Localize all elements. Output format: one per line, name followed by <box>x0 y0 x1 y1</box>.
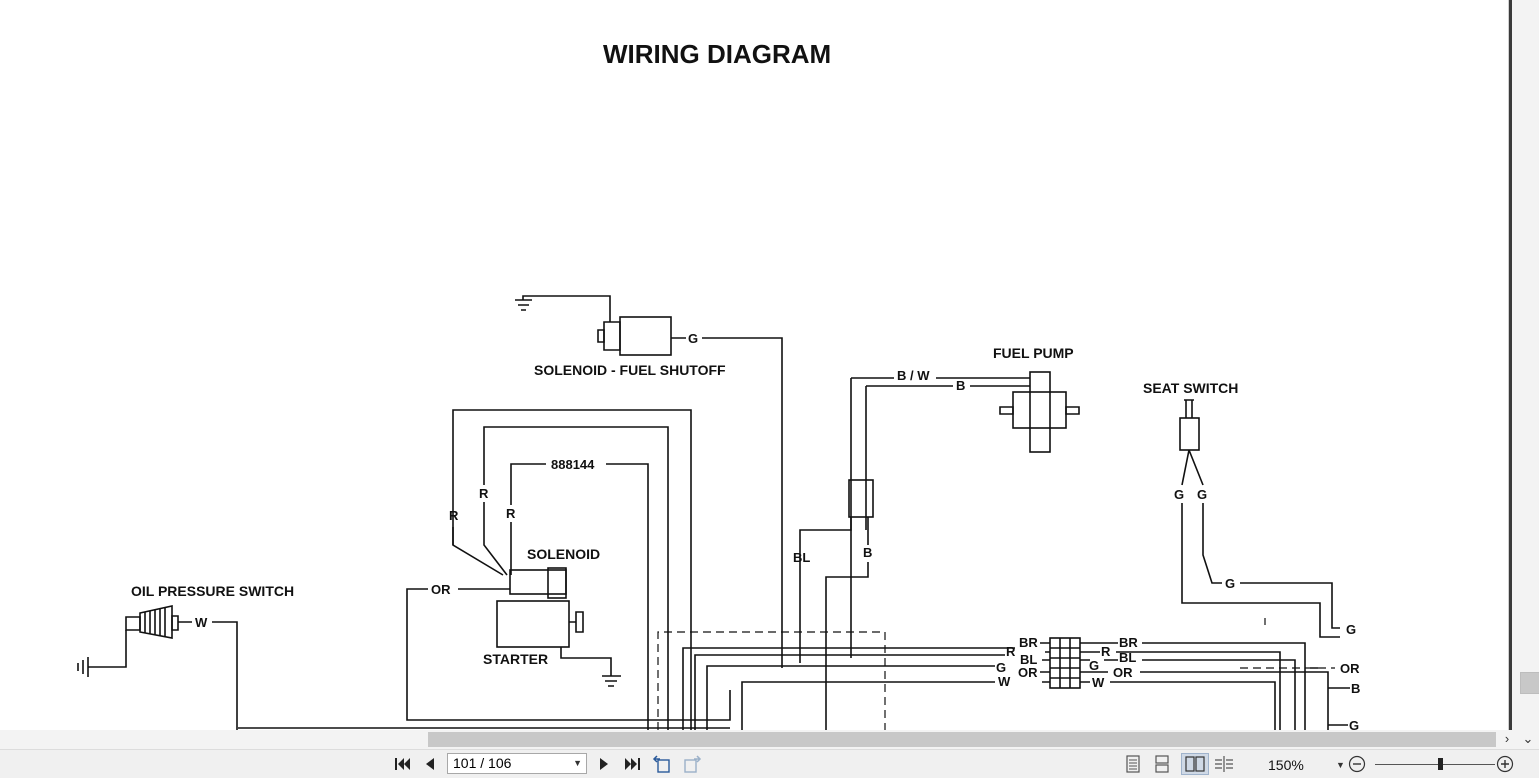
label-solenoid-fuel-shutoff: SOLENOID - FUEL SHUTOFF <box>534 362 726 378</box>
wire-label-w: W <box>195 615 208 630</box>
label-solenoid: SOLENOID <box>527 546 600 562</box>
previous-page-button[interactable] <box>420 754 440 774</box>
wire-label-g: G <box>1346 622 1356 637</box>
last-page-button[interactable] <box>622 754 644 774</box>
wire-label-g: G <box>1197 487 1207 502</box>
wire-label-g: G <box>1089 658 1099 673</box>
label-starter: STARTER <box>483 651 548 667</box>
wire-label-r: R <box>479 486 489 501</box>
wire-label-or: OR <box>1018 665 1038 680</box>
wire-label-r: R <box>1101 644 1111 659</box>
zoom-in-button[interactable] <box>1495 754 1515 774</box>
zoom-slider[interactable] <box>1375 754 1495 774</box>
dropdown-arrow-icon[interactable]: ▼ <box>573 758 582 768</box>
wire-label-b: B <box>956 378 965 393</box>
first-page-icon <box>395 758 410 770</box>
next-page-icon <box>600 758 608 770</box>
wire-label-w: W <box>1092 675 1105 690</box>
zoom-slider-handle[interactable] <box>1438 758 1443 770</box>
wire-label-w: W <box>998 674 1011 689</box>
last-page-icon <box>625 758 640 770</box>
go-forward-view-button[interactable] <box>681 754 703 774</box>
page-edge <box>1509 0 1512 730</box>
document-page: WIRING DIAGRAM SOLENOID - FUEL SHUTOFF F… <box>77 39 1361 730</box>
zoom-value: 150% <box>1268 757 1304 773</box>
label-part-number: 888144 <box>551 457 595 472</box>
scroll-right-icon[interactable]: › <box>1504 731 1510 746</box>
wire-label-g: G <box>688 331 698 346</box>
label-fuel-pump: FUEL PUMP <box>993 345 1074 361</box>
vertical-scrollbar[interactable] <box>1508 0 1539 730</box>
previous-page-icon <box>426 758 434 770</box>
wire-label-or: OR <box>1113 665 1133 680</box>
wire-label-r: R <box>449 508 459 523</box>
single-page-view-button[interactable] <box>1123 754 1143 774</box>
wire-label-g: G <box>1174 487 1184 502</box>
wire-label-r: R <box>506 506 516 521</box>
zoom-level-select[interactable]: 150% ▼ <box>1258 755 1348 775</box>
back-view-icon <box>652 755 670 773</box>
continuous-view-button[interactable] <box>1152 754 1172 774</box>
facing-view-button[interactable] <box>1181 753 1209 775</box>
wire-label-or: OR <box>431 582 451 597</box>
continuous-page-icon <box>1155 755 1169 773</box>
wire-label-g: G <box>1349 718 1359 730</box>
zoom-out-button[interactable] <box>1347 754 1367 774</box>
wire-label-g: G <box>996 660 1006 675</box>
wire-label-or: OR <box>1340 661 1360 676</box>
continuous-facing-view-button[interactable] <box>1213 754 1235 774</box>
viewer-toolbar: 101 / 106 ▼ 150% ▼ <box>0 749 1539 778</box>
zoom-slider-track <box>1375 764 1495 765</box>
wire-label-g: G <box>1225 576 1235 591</box>
label-oil-pressure-switch: OIL PRESSURE SWITCH <box>131 583 294 599</box>
next-page-button[interactable] <box>594 754 614 774</box>
forward-view-icon <box>684 755 702 773</box>
go-back-view-button[interactable] <box>651 754 673 774</box>
wire-label-b: B <box>863 545 872 560</box>
wire-label-bw: B / W <box>897 368 930 383</box>
wire-label-r: R <box>1006 644 1016 659</box>
diagram-title: WIRING DIAGRAM <box>603 39 831 69</box>
page-number-field[interactable]: 101 / 106 ▼ <box>447 753 587 774</box>
wire-label-bl: BL <box>793 550 810 565</box>
label-seat-switch: SEAT SWITCH <box>1143 380 1238 396</box>
dropdown-arrow-icon[interactable]: ▼ <box>1336 760 1345 770</box>
first-page-button[interactable] <box>392 754 412 774</box>
zoom-in-icon <box>1496 755 1514 773</box>
facing-pages-icon <box>1185 756 1205 772</box>
chevron-down-icon[interactable]: ⌄ <box>1522 731 1534 746</box>
horizontal-scrollbar[interactable]: › ⌄ <box>0 730 1539 749</box>
wire-label-b: B <box>1351 681 1360 696</box>
page-indicator: 101 / 106 <box>453 755 512 771</box>
single-page-icon <box>1126 755 1140 773</box>
continuous-facing-icon <box>1215 756 1233 772</box>
wire-label-bl: BL <box>1119 650 1136 665</box>
vertical-scroll-thumb[interactable] <box>1520 672 1539 694</box>
wire-label-br: BR <box>1019 635 1038 650</box>
zoom-out-icon <box>1348 755 1366 773</box>
wiring-diagram: WIRING DIAGRAM SOLENOID - FUEL SHUTOFF F… <box>77 39 1360 730</box>
horizontal-scroll-thumb[interactable] <box>428 732 1496 747</box>
wire-label-bl: BL <box>1020 652 1037 667</box>
wire-label-br: BR <box>1119 635 1138 650</box>
